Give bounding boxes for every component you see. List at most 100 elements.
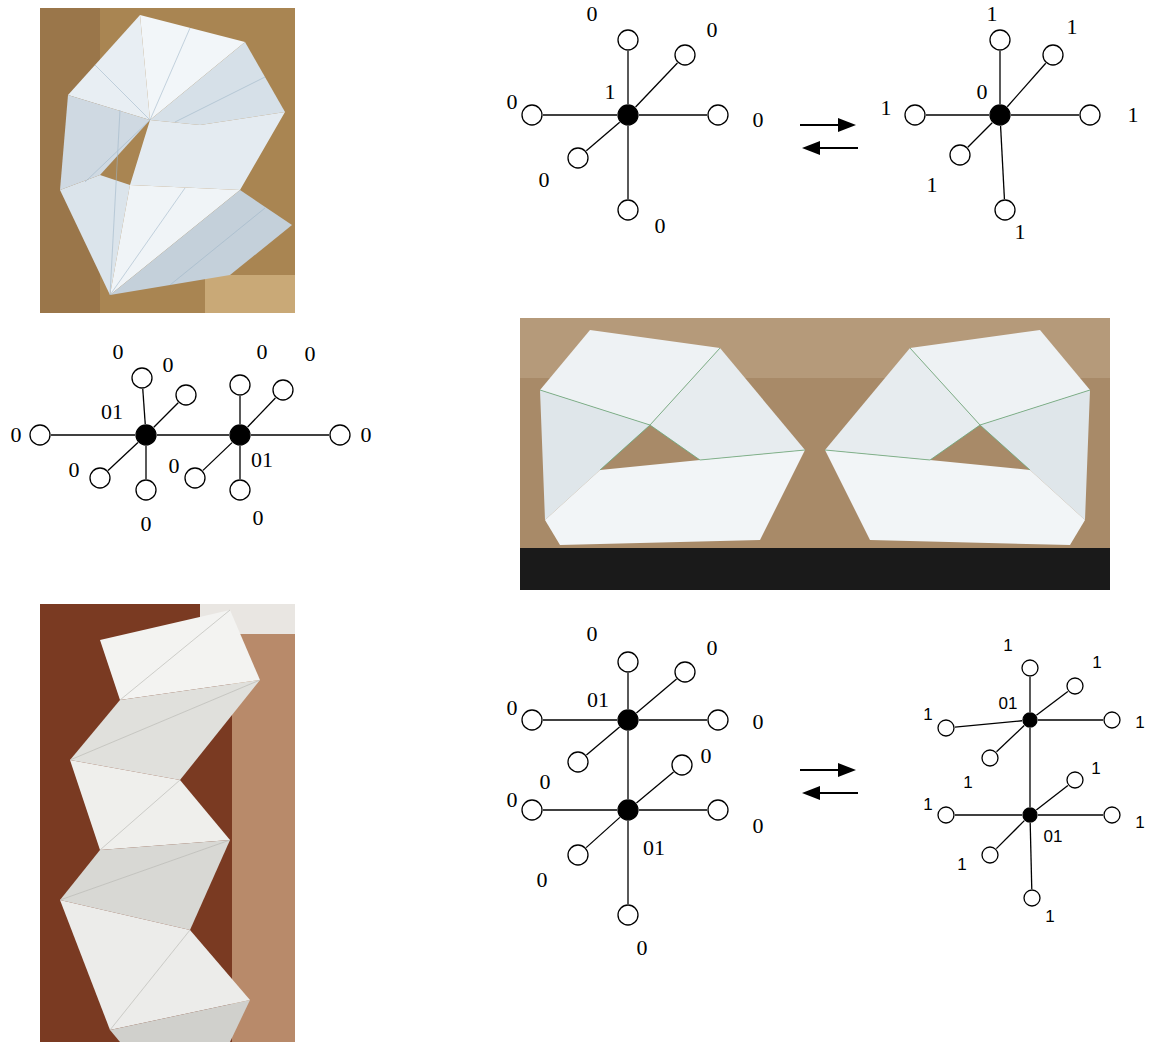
node-value: 1 — [605, 81, 616, 103]
node-circle — [618, 200, 638, 220]
white-node: 1 — [949, 144, 971, 166]
graph-edge — [1036, 691, 1067, 715]
white-node: 0 — [674, 661, 696, 683]
node-circle — [136, 425, 156, 445]
node-circle — [185, 468, 205, 488]
white-node: 0 — [617, 29, 639, 51]
white-node-circle — [229, 479, 251, 501]
graph-edge — [636, 63, 678, 107]
node-value: 0 — [507, 91, 518, 113]
graph-edge — [1030, 823, 1032, 889]
node-value: 01 — [1044, 828, 1063, 845]
black-node: 0 — [989, 104, 1011, 126]
node-circle — [990, 30, 1010, 50]
white-node-circle — [1103, 806, 1121, 824]
node-value: 01 — [251, 449, 273, 471]
node-circle — [995, 200, 1015, 220]
white-node-circle — [567, 147, 589, 169]
node-circle — [230, 480, 250, 500]
node-value: 1 — [987, 3, 998, 25]
white-node-circle — [175, 384, 197, 406]
node-value: 0 — [587, 623, 598, 645]
white-node: 0 — [131, 367, 153, 389]
white-node: 1 — [1079, 104, 1101, 126]
node-circle — [1067, 678, 1083, 694]
white-node-circle — [981, 749, 999, 767]
black-node: 01 — [617, 709, 639, 731]
graph-edge — [248, 398, 276, 427]
node-value: 0 — [253, 507, 264, 529]
graph-edge — [1038, 814, 1103, 815]
node-value: 1 — [1135, 814, 1144, 831]
white-node-circle — [1103, 711, 1121, 729]
white-node: 0 — [135, 479, 157, 501]
graph-edge — [586, 727, 619, 755]
black-node: 01 — [135, 424, 157, 446]
white-node: 0 — [707, 799, 729, 821]
white-node: 0 — [29, 424, 51, 446]
node-circle — [982, 750, 998, 766]
graph-edge — [955, 721, 1022, 727]
node-value: 0 — [537, 869, 548, 891]
white-node: 0 — [567, 751, 589, 773]
node-value: 1 — [923, 706, 932, 723]
black-node: 01 — [1022, 712, 1038, 728]
black-node: 01 — [617, 799, 639, 821]
black-node: 01 — [1022, 807, 1038, 823]
node-circle — [708, 800, 728, 820]
node-circle — [1067, 772, 1083, 788]
white-node: 0 — [707, 104, 729, 126]
node-circle — [990, 105, 1010, 125]
node-circle — [522, 710, 542, 730]
node-circle — [905, 105, 925, 125]
white-node-circle — [904, 104, 926, 126]
node-circle — [522, 105, 542, 125]
node-circle — [950, 145, 970, 165]
node-value: 0 — [977, 81, 988, 103]
white-node: 0 — [229, 374, 251, 396]
node-value: 0 — [707, 637, 718, 659]
white-node: 0 — [617, 904, 639, 926]
white-node: 0 — [272, 379, 294, 401]
graph-edge — [627, 821, 628, 904]
white-node: 0 — [89, 467, 111, 489]
graph-edge — [636, 772, 673, 803]
white-node-circle — [617, 904, 639, 926]
graph-edge — [543, 809, 617, 810]
graph-edge — [1029, 677, 1030, 712]
white-node: 1 — [937, 719, 955, 737]
white-node-circle — [674, 44, 696, 66]
node-circle — [672, 755, 692, 775]
node-circle — [136, 480, 156, 500]
white-node: 0 — [617, 199, 639, 221]
node-circle — [708, 710, 728, 730]
node-circle — [522, 800, 542, 820]
white-node: 1 — [1066, 677, 1084, 695]
node-circle — [1080, 105, 1100, 125]
graph-edge — [203, 443, 232, 471]
graph-edge — [543, 719, 617, 720]
white-node-circle — [1066, 677, 1084, 695]
white-node: 1 — [1103, 711, 1121, 729]
node-circle — [1043, 45, 1063, 65]
graph-edge — [627, 126, 628, 199]
graph-edge — [543, 114, 617, 115]
node-value: 0 — [587, 3, 598, 25]
white-node-circle — [937, 806, 955, 824]
origami-photo — [520, 318, 1110, 590]
node-value: 0 — [701, 745, 712, 767]
white-node: 0 — [521, 709, 543, 731]
node-circle — [618, 30, 638, 50]
white-node: 1 — [1103, 806, 1121, 824]
white-node-circle — [184, 467, 206, 489]
reversible-arrows — [800, 763, 858, 800]
node-circle — [568, 752, 588, 772]
graph-edge — [1029, 728, 1030, 807]
node-circle — [618, 105, 638, 125]
node-value: 0 — [113, 341, 124, 363]
white-node: 1 — [937, 806, 955, 824]
white-node: 1 — [1042, 44, 1064, 66]
node-circle — [982, 847, 998, 863]
node-value: 0 — [361, 424, 372, 446]
white-node-circle — [29, 424, 51, 446]
